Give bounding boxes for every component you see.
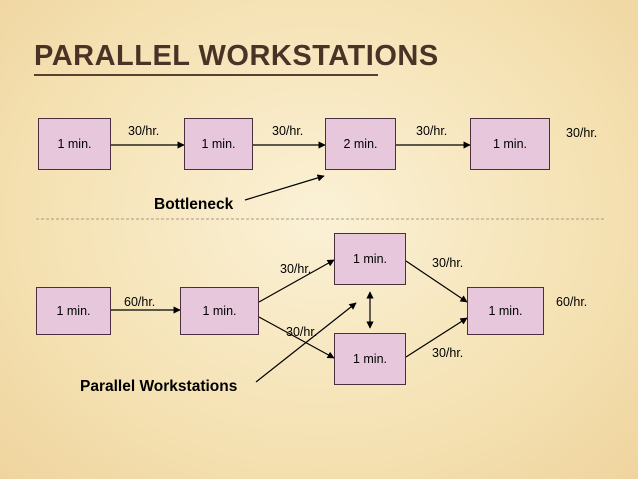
top-station-1: 1 min. — [38, 118, 111, 170]
top-station-2: 1 min. — [184, 118, 253, 170]
arrow-parallel-callout — [255, 302, 357, 383]
rate-top-branch-out: 30/hr. — [432, 256, 464, 270]
top-rate-3: 30/hr. — [416, 124, 448, 138]
bottom-station-end: 1 min. — [467, 287, 544, 335]
rate-into-pair: 60/hr. — [124, 295, 156, 309]
title-underline — [34, 74, 378, 76]
arrow-from-top-branch — [405, 260, 468, 303]
parallel-workstations-label: Parallel Workstations — [80, 378, 238, 395]
arrow-bottleneck-callout — [244, 174, 325, 201]
bottleneck-label: Bottleneck — [154, 196, 234, 213]
top-station-3-bottleneck: 2 min. — [325, 118, 396, 170]
parallel-station-bottom: 1 min. — [334, 333, 406, 385]
rate-top-branch-in: 30/hr. — [280, 262, 312, 276]
parallel-station-top: 1 min. — [334, 233, 406, 285]
arrow-from-bottom-branch — [405, 317, 468, 358]
rate-bottom-branch-in: 30/hr. — [286, 325, 318, 339]
top-rate-4: 30/hr. — [566, 126, 598, 140]
arrow-to-top-branch — [258, 259, 335, 303]
top-station-4: 1 min. — [470, 118, 550, 170]
arrow-to-bottom-branch — [258, 316, 335, 359]
rate-bottom-branch-out: 30/hr. — [432, 346, 464, 360]
bottom-station-1: 1 min. — [36, 287, 111, 335]
rate-output: 60/hr. — [556, 295, 588, 309]
bottom-station-2: 1 min. — [180, 287, 259, 335]
slide-title: PARALLEL WORKSTATIONS — [34, 40, 439, 72]
top-rate-1: 30/hr. — [128, 124, 160, 138]
top-rate-2: 30/hr. — [272, 124, 304, 138]
